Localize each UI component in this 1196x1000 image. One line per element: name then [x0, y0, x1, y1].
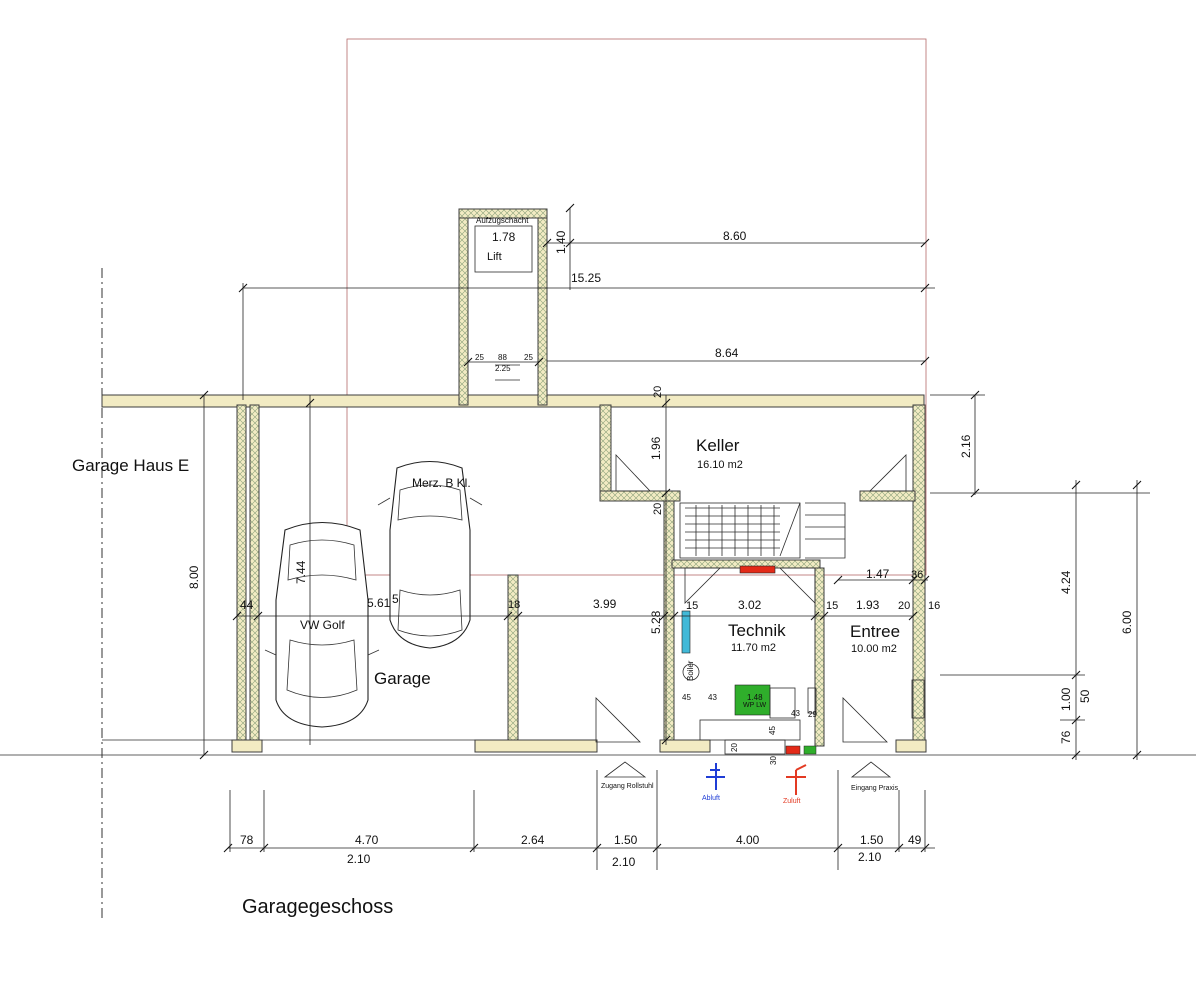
dim-label: 1.50	[614, 833, 638, 847]
boiler-label: Boiler	[686, 660, 695, 681]
dim-label: 16	[928, 600, 940, 612]
dim-label: 25	[524, 353, 533, 362]
upper-floor-outline	[346, 38, 927, 576]
zuluft-label: Zuluft	[783, 798, 801, 805]
dimension-labels: 1.78 1.40 8.60 15.25 25 88 25 2.25 8.64 …	[187, 229, 1134, 869]
dim-label: 15.25	[571, 271, 601, 285]
dim-label: 5.28	[649, 610, 663, 634]
car-mercedes-b	[377, 461, 483, 649]
room-labels: Garage Haus E Aufzugschacht Lift Garage …	[72, 216, 900, 918]
dim-label: 3.99	[593, 597, 617, 611]
dim-label: 29	[808, 710, 817, 719]
dim-label: 44	[240, 598, 254, 612]
vw-golf-label: VW Golf	[300, 618, 345, 632]
dim-label: 4.24	[1059, 570, 1073, 594]
dim-label: 30	[769, 756, 778, 765]
entree-label: Entree	[850, 622, 900, 641]
technik-equipment	[603, 663, 892, 795]
technik-area-label: 11.70 m2	[731, 642, 776, 654]
dim-label: 5	[392, 592, 399, 606]
dim-label: 1.40	[554, 230, 568, 254]
garage-label: Garage	[374, 669, 431, 688]
dim-label: 2.16	[959, 434, 973, 458]
walls	[101, 208, 927, 753]
dim-label: 1.78	[492, 230, 516, 244]
dim-label: 6.00	[1120, 610, 1134, 634]
dim-label: 76	[1059, 730, 1073, 744]
dim-label: 43	[708, 693, 717, 702]
dim-label: 20	[898, 600, 910, 612]
dimension-lines	[199, 203, 1150, 870]
footer-title: Garagegeschoss	[242, 896, 393, 918]
dim-label: 2.10	[858, 850, 882, 864]
dim-label: 18	[508, 599, 520, 611]
garage-haus-label: Garage Haus E	[72, 456, 189, 475]
dim-label: 2.25	[495, 364, 511, 373]
dim-label: 2.64	[521, 833, 545, 847]
dim-label: 45	[682, 693, 691, 702]
dim-label: 8.64	[715, 346, 739, 360]
dim-label: 8.00	[187, 565, 201, 589]
dim-label: 45	[768, 726, 777, 735]
dim-label: 15	[826, 600, 838, 612]
staircase	[679, 502, 846, 559]
keller-label: Keller	[696, 436, 740, 455]
dim-label: 43	[791, 709, 800, 718]
dim-label: 8.60	[723, 229, 747, 243]
dim-label: 1.47	[866, 567, 890, 581]
car-vw-golf	[264, 522, 380, 728]
dim-label: 3.02	[738, 598, 762, 612]
dim-label: 1.48	[747, 693, 763, 702]
aufzugschacht-label: Aufzugschacht	[476, 216, 529, 225]
dim-label: 25	[475, 353, 484, 362]
wp-label: WP LW	[743, 702, 766, 709]
abluft-label: Abluft	[702, 795, 720, 802]
keller-area-label: 16.10 m2	[697, 459, 743, 471]
zuluft-icon	[786, 764, 807, 795]
dim-label: 49	[908, 833, 922, 847]
dim-label: 20	[652, 386, 664, 398]
lift-label: Lift	[487, 251, 502, 263]
entree-area-label: 10.00 m2	[851, 643, 897, 655]
dim-label: 78	[240, 833, 254, 847]
dim-label: 4.00	[736, 833, 760, 847]
dim-label: 36	[911, 569, 923, 581]
doors	[595, 453, 925, 743]
dim-label: 4.70	[355, 833, 379, 847]
lift-box	[474, 225, 533, 381]
dim-label: 1.00	[1059, 687, 1073, 711]
dim-label: 5.61	[367, 596, 391, 610]
dim-label: 15	[686, 600, 698, 612]
dim-label: 1.50	[860, 833, 884, 847]
dim-label: 50	[1078, 689, 1092, 703]
dim-label: 1.93	[856, 598, 880, 612]
dim-label: 88	[498, 353, 507, 362]
dim-label: 20	[652, 503, 664, 515]
dim-label: 2.10	[347, 852, 371, 866]
technik-label: Technik	[728, 621, 786, 640]
zugang-label: Zugang Rollstuhl	[601, 783, 654, 790]
dim-label: 2.10	[612, 855, 636, 869]
merz-label: Merz. B Kl.	[412, 476, 471, 490]
dim-label: 20	[730, 743, 739, 752]
dim-label: 7.44	[294, 560, 308, 584]
eingang-label: Eingang Praxis	[851, 785, 899, 792]
abluft-icon	[706, 763, 725, 790]
dim-label: 1.96	[649, 436, 663, 460]
